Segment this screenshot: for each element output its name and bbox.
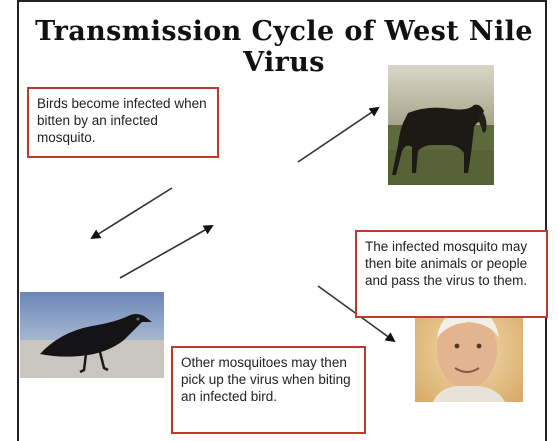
arrow-to-bird-up	[120, 226, 212, 278]
callout-birds-infected: Birds become infected when bitten by an …	[27, 87, 219, 158]
callout-birds-text: Birds become infected when bitten by an …	[37, 96, 207, 145]
callout-mosquito-bites: The infected mosquito may then bite anim…	[355, 230, 548, 318]
arrow-to-horse	[298, 108, 378, 162]
callout-other-mosquitoes-text: Other mosquitoes may then pick up the vi…	[181, 355, 351, 404]
callout-other-mosquitoes: Other mosquitoes may then pick up the vi…	[171, 346, 366, 434]
callout-mosquito-text: The infected mosquito may then bite anim…	[365, 239, 527, 288]
arrow-to-mosquito-left	[92, 188, 172, 238]
